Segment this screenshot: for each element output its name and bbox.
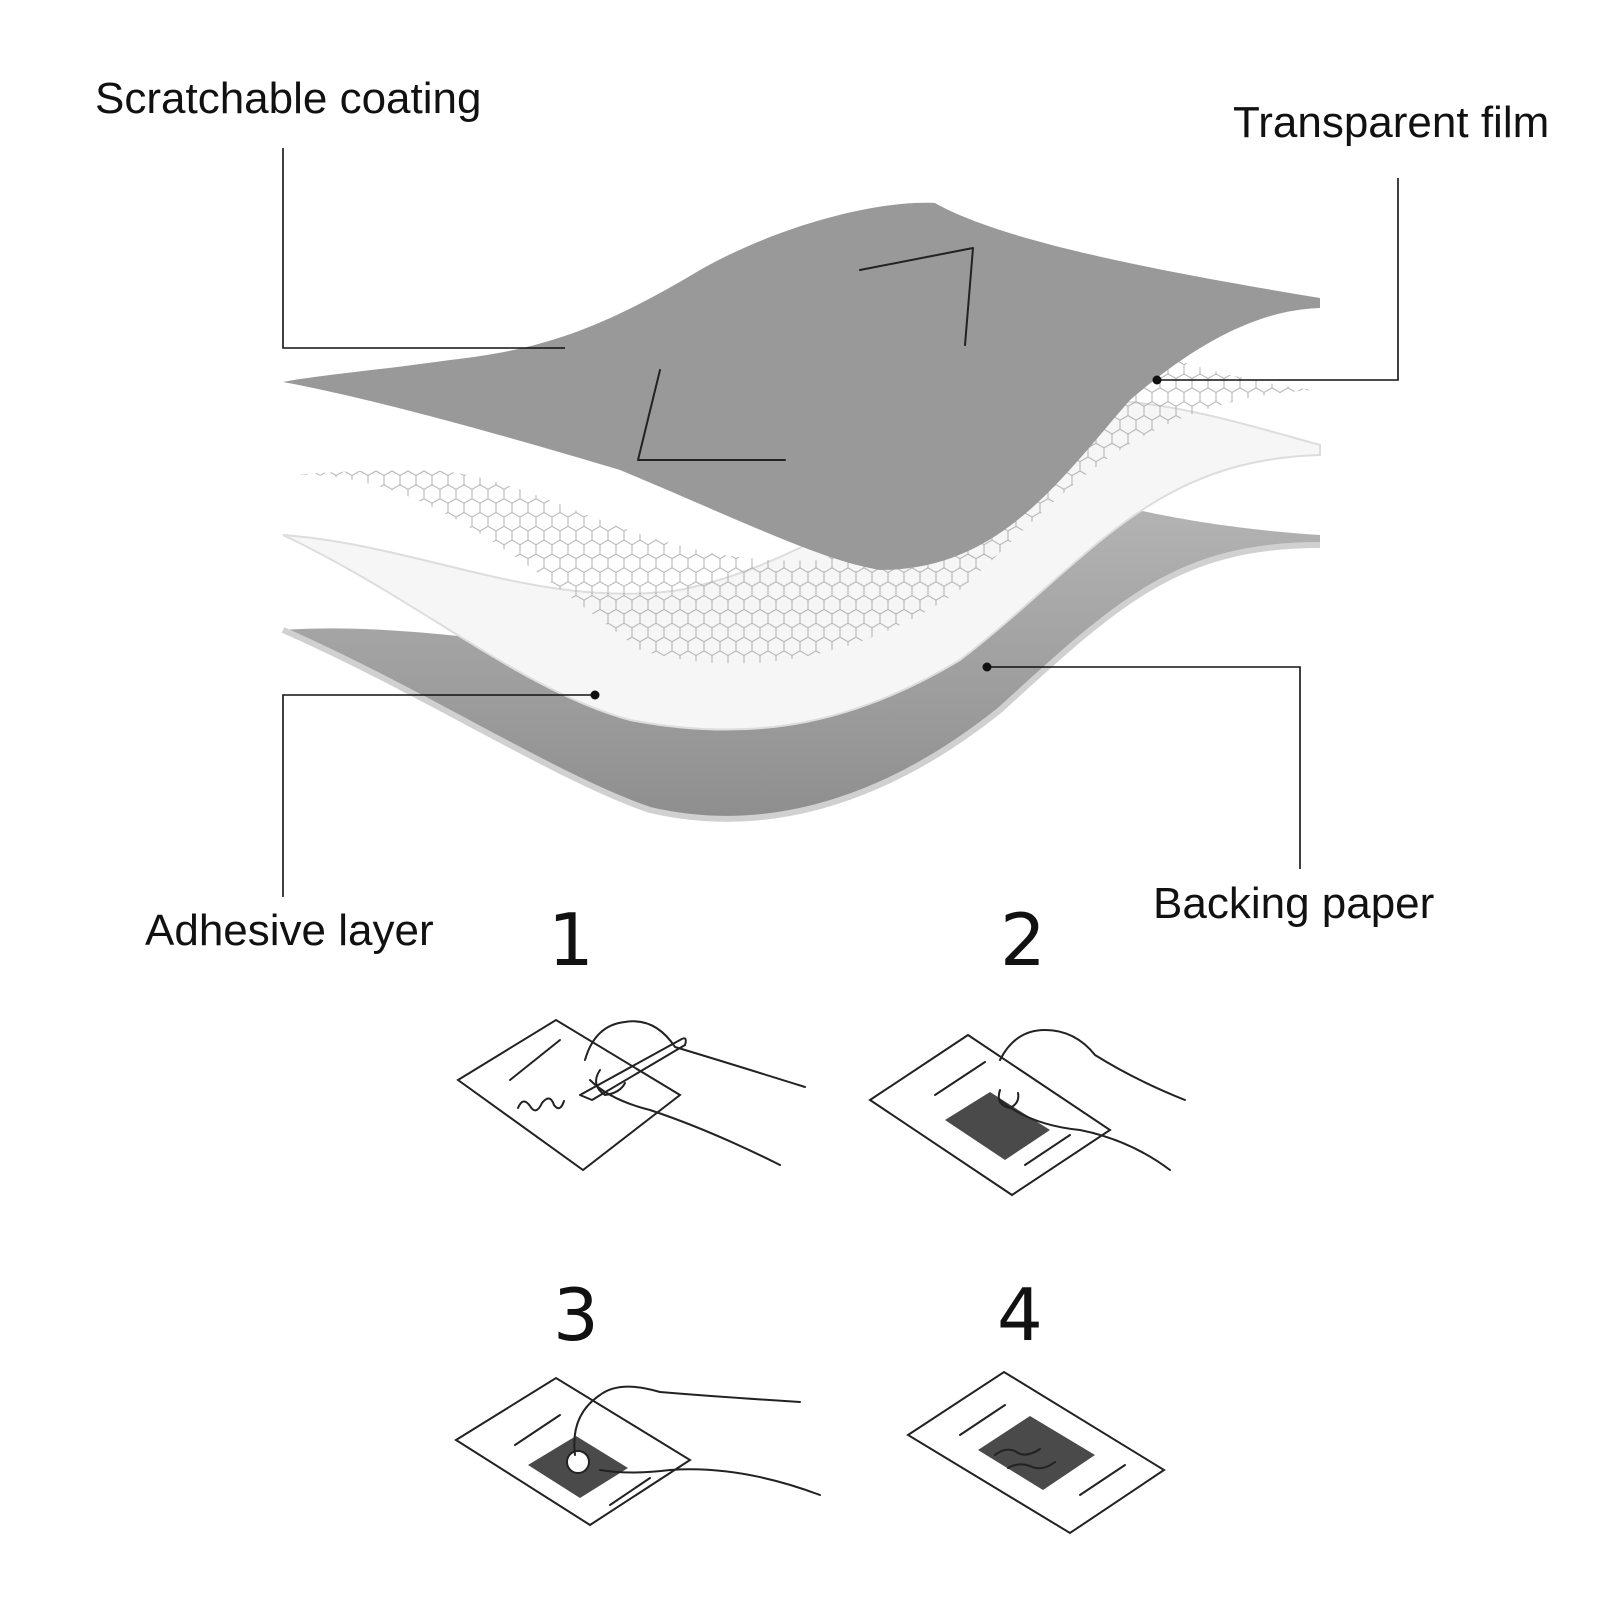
step-4-number: 4 xyxy=(997,1273,1043,1357)
label-adhesive-layer: Adhesive layer xyxy=(145,906,434,955)
scratchable-coating-layer xyxy=(283,202,1320,570)
label-scratchable-coating: Scratchable coating xyxy=(95,74,481,123)
finger-scratching-icon xyxy=(454,1376,821,1527)
revealed-message-card-icon xyxy=(906,1370,1166,1535)
step-1-number: 1 xyxy=(548,898,594,982)
label-backing-paper: Backing paper xyxy=(1153,879,1434,928)
label-transparent-film: Transparent film xyxy=(1233,98,1549,147)
hand-writing-with-pen-icon xyxy=(456,1018,806,1172)
hand-applying-sticker-icon xyxy=(868,1029,1186,1197)
step-2-number: 2 xyxy=(1000,898,1046,982)
step-3-number: 3 xyxy=(553,1273,599,1357)
